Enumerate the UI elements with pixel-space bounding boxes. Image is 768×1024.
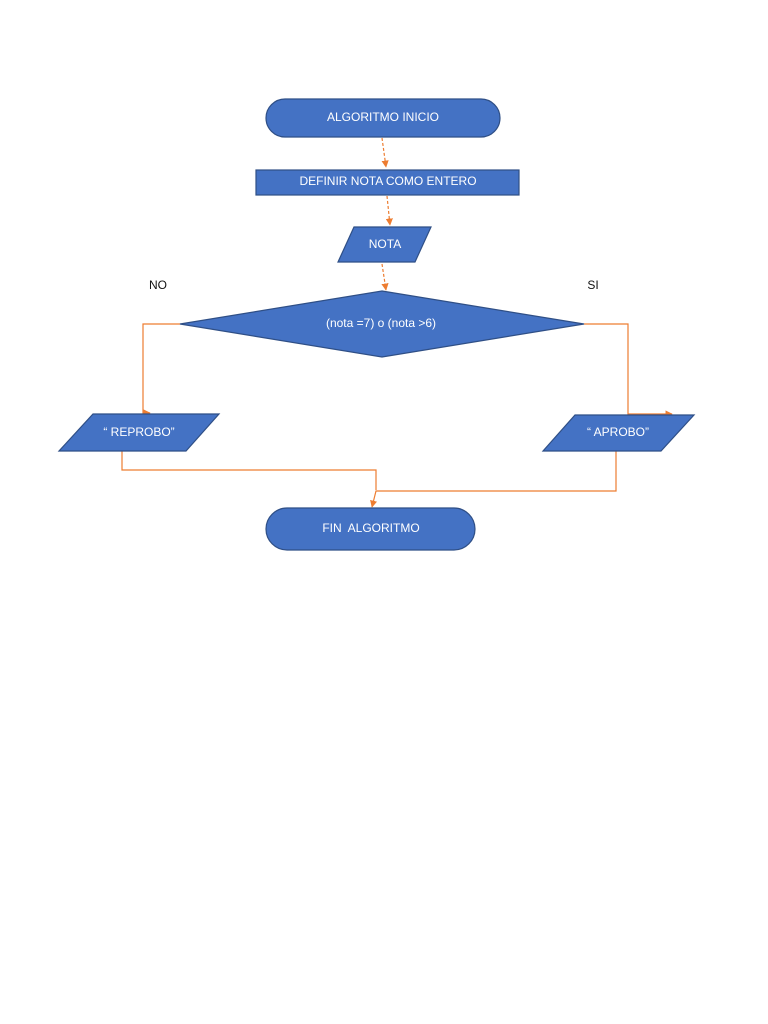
input-shape [337, 226, 432, 263]
output-aprobo-label: “ APROBO” [587, 425, 649, 439]
connector-input-to-decision [381, 263, 389, 291]
end-shape [265, 507, 476, 551]
connectors [121, 137, 673, 508]
connector-decision-to-aprobo [584, 323, 673, 418]
decision-shape [179, 290, 585, 358]
define-shape [255, 169, 520, 196]
connector-reprobo-to-end [121, 451, 377, 490]
define-process: DEFINIR NOTA COMO ENTERO [255, 169, 520, 196]
connector-start-to-define [381, 137, 389, 168]
output-reprobo-shape [57, 413, 221, 452]
decision-label: (nota =7) o (nota >6) [326, 316, 436, 330]
start-terminator: ALGORITMO INICIO [265, 98, 501, 138]
input-label: NOTA [369, 237, 401, 251]
start-shape [265, 98, 501, 138]
decision-node: (nota =7) o (nota >6) [179, 290, 585, 358]
output-reprobo-label: “ REPROBO” [103, 425, 174, 439]
output-aprobo: “ APROBO” [541, 414, 696, 452]
output-aprobo-shape [541, 414, 696, 452]
start-label: ALGORITMO INICIO [327, 110, 439, 124]
define-label: DEFINIR NOTA COMO ENTERO [299, 174, 476, 188]
branch-no-label: NO [149, 278, 167, 292]
input-node: NOTA [337, 226, 432, 263]
end-label: FIN ALGORITMO [322, 521, 419, 535]
connector-define-to-input [385, 195, 393, 226]
end-terminator: FIN ALGORITMO [265, 507, 476, 551]
branch-yes-label: SI [587, 278, 598, 292]
output-reprobo: “ REPROBO” [57, 413, 221, 452]
connector-aprobo-to-end [370, 451, 617, 508]
connector-decision-to-reprobo [142, 323, 180, 417]
